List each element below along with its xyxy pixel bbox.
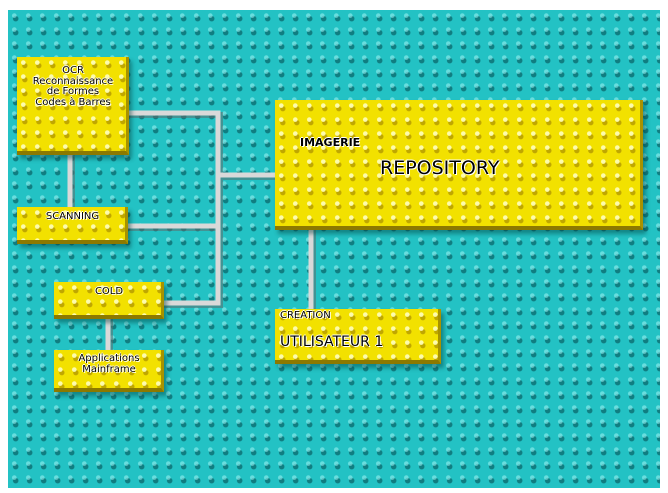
repository-prefix: IMAGERIE [300, 137, 360, 149]
applications-line-2: Mainframe [54, 365, 164, 376]
ocr-label: OCR Reconnaissance de Formes Codes à Bar… [17, 66, 129, 108]
repository-title: REPOSITORY [380, 159, 499, 179]
scanning-label: SCANNING [17, 212, 128, 223]
ocr-line-3: de Formes [17, 87, 129, 98]
applications-label: Applications Mainframe [54, 354, 164, 375]
ocr-line-1: OCR [17, 66, 129, 77]
cold-label: COLD [54, 287, 164, 298]
ocr-line-4: Codes à Barres [17, 98, 129, 109]
creation-title: UTILISATEUR 1 [280, 335, 383, 350]
creation-prefix: CREATION [280, 311, 331, 322]
applications-line-1: Applications [54, 354, 164, 365]
link-ocr-repository [127, 113, 218, 303]
